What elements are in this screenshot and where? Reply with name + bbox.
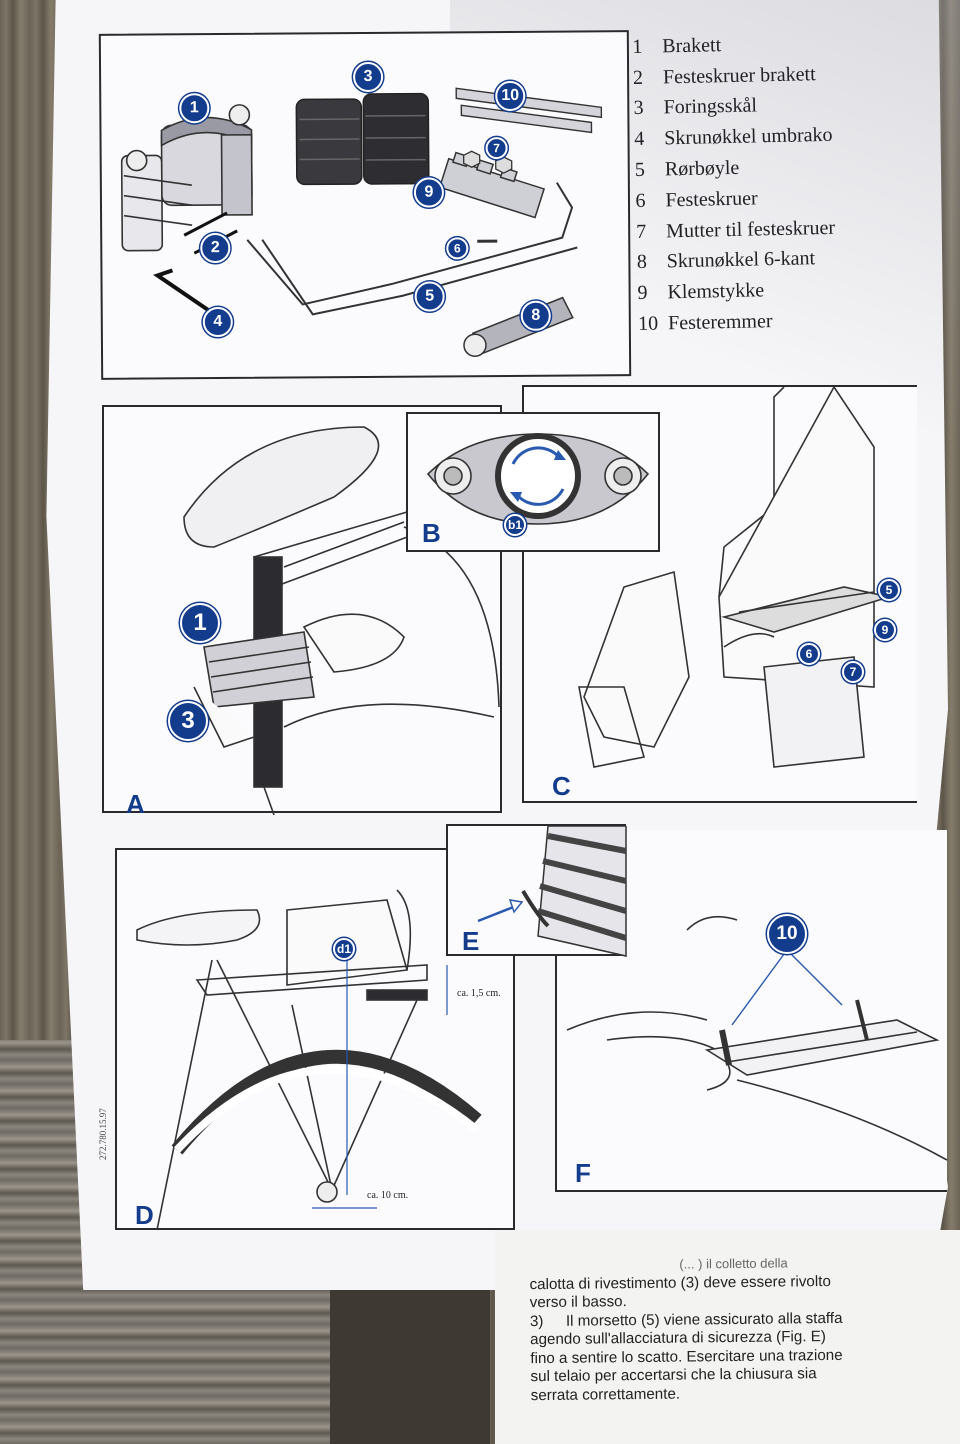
figure-label-a: A [126, 789, 145, 819]
figure-e-panel: E [446, 824, 627, 957]
callout-c-6: 6 [798, 643, 820, 665]
figure-label-b: B [422, 518, 441, 548]
callout-a-1: 1 [180, 603, 220, 643]
callout-c-9: 9 [874, 619, 896, 641]
wood-gap-shadow [330, 1290, 490, 1444]
figure-c-illustration [578, 387, 893, 768]
figure-c-panel: 5 9 6 7 C [522, 385, 917, 803]
measure-10cm: ca. 10 cm. [367, 1190, 409, 1201]
callout-9: 9 [413, 177, 445, 208]
callout-7: 7 [485, 137, 508, 160]
figure-b-panel: b1 B [406, 412, 660, 552]
figure-label-f: F [575, 1158, 591, 1188]
figure-label-e: E [462, 926, 480, 956]
callout-4: 4 [202, 306, 233, 338]
callout-a-3: 3 [168, 701, 208, 741]
figure-f-illustration [566, 915, 948, 1161]
figure-d-illustration [136, 889, 482, 1231]
callout-10: 10 [495, 80, 526, 112]
callout-5: 5 [414, 281, 445, 312]
parts-panel: 1 2 3 4 5 6 7 8 9 10 [98, 30, 632, 380]
document-code: 272.780.15.97 [98, 1108, 108, 1160]
callout-2: 2 [200, 232, 231, 264]
callout-6: 6 [446, 237, 469, 260]
callout-3: 3 [353, 61, 384, 93]
callout-f-10: 10 [767, 914, 807, 954]
figure-label-c: C [552, 771, 571, 801]
callout-b1: b1 [504, 514, 526, 536]
figure-a-illustration [183, 426, 500, 815]
callout-1: 1 [179, 93, 210, 124]
callout-d1: d1 [333, 938, 355, 960]
figure-b-illustration [426, 433, 650, 525]
callout-c-5: 5 [878, 579, 900, 601]
figure-e-illustration [477, 826, 627, 957]
figure-f-panel: 10 F [555, 830, 948, 1192]
callout-c-7: 7 [842, 661, 864, 683]
italian-text: (... ) il colletto della calotta di rive… [529, 1253, 941, 1405]
callout-8: 8 [520, 300, 551, 331]
figure-label-d: D [135, 1200, 154, 1230]
measure-1-5cm: ca. 1,5 cm. [457, 988, 501, 999]
italian-instruction-sheet [495, 1230, 960, 1444]
